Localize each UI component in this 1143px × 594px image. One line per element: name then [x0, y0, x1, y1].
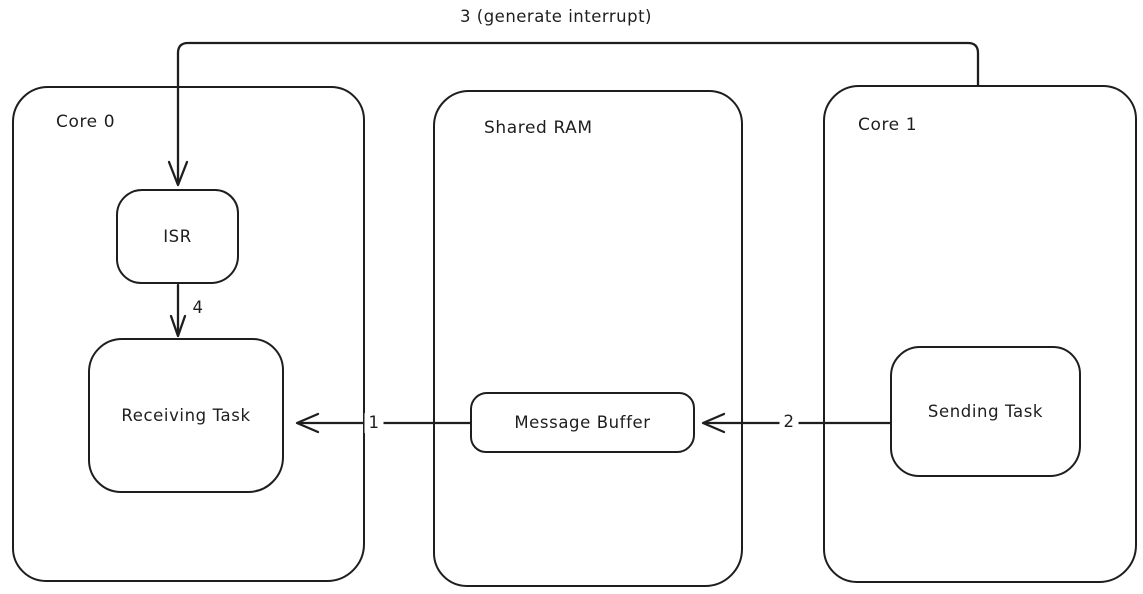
container-core-0: Core 0: [12, 86, 365, 582]
arrow-4-label: 4: [192, 298, 204, 318]
arrow-2-label: 2: [779, 412, 799, 432]
arrow-3-label: 3 (generate interrupt): [460, 7, 652, 27]
node-receiving-task-label: Receiving Task: [121, 406, 251, 425]
node-isr-label: ISR: [163, 227, 192, 246]
container-core-0-label: Core 0: [56, 112, 116, 132]
arrow-1-label: 1: [364, 413, 384, 433]
node-message-buffer: Message Buffer: [470, 392, 695, 453]
node-isr: ISR: [116, 189, 239, 284]
container-core-1: Core 1: [823, 85, 1137, 583]
container-shared-ram-label: Shared RAM: [484, 118, 593, 138]
node-sending-task-label: Sending Task: [927, 402, 1044, 421]
node-sending-task: Sending Task: [890, 346, 1081, 477]
container-shared-ram: Shared RAM: [433, 90, 743, 587]
node-message-buffer-label: Message Buffer: [514, 413, 651, 432]
container-core-1-label: Core 1: [858, 115, 918, 135]
node-receiving-task: Receiving Task: [88, 338, 284, 493]
